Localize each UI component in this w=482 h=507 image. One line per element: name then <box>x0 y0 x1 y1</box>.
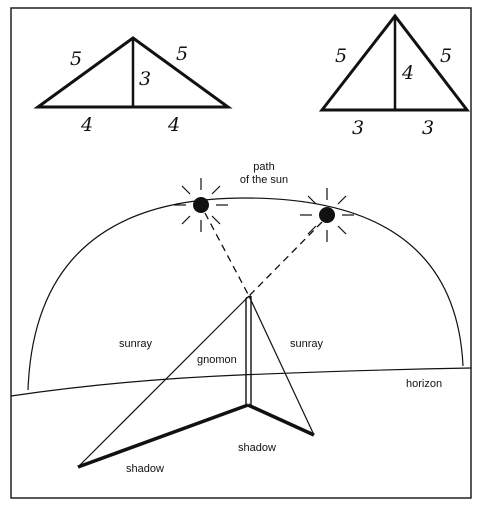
sunray-label-right: sunray <box>290 338 324 350</box>
dashed-ray-right <box>248 221 323 297</box>
gnomon <box>245 295 252 405</box>
horizon-line <box>10 367 472 397</box>
triangle-right-height: 4 <box>401 62 414 84</box>
shadow-line-left <box>77 403 249 469</box>
triangle-right-base-right: 3 <box>422 117 434 139</box>
frame <box>10 7 472 499</box>
triangle-right-hyp-right: 5 <box>440 45 452 67</box>
triangle-left: 5 5 3 4 4 <box>33 36 233 136</box>
triangle-right-base-left: 3 <box>352 117 364 139</box>
shadow-line-right <box>247 403 315 437</box>
sunray-line-left <box>77 295 250 468</box>
sunray-label-left: sunray <box>119 338 153 350</box>
gnomon-label: gnomon <box>197 354 237 366</box>
shadow-label-left: shadow <box>126 463 164 475</box>
dashed-ray-left <box>204 212 250 297</box>
sun-path-arc <box>27 197 464 391</box>
triangle-right-hyp-left: 5 <box>335 45 347 67</box>
triangle-left-base-right: 4 <box>167 114 180 136</box>
path-label-line2: of the sun <box>240 174 288 186</box>
horizon-label: horizon <box>406 378 442 390</box>
path-label-line1: path <box>253 161 274 173</box>
shadow-label-right: shadow <box>238 442 276 454</box>
triangle-left-hyp-right: 5 <box>176 43 188 65</box>
triangle-left-hyp-left: 5 <box>70 48 82 70</box>
triangle-left-base-left: 4 <box>80 114 93 136</box>
sun-left-icon <box>174 178 228 232</box>
sunray-line-right <box>248 295 315 436</box>
sun-right-icon <box>300 188 354 242</box>
triangle-left-height: 3 <box>139 68 151 90</box>
triangle-right: 5 5 4 3 3 <box>318 13 471 139</box>
